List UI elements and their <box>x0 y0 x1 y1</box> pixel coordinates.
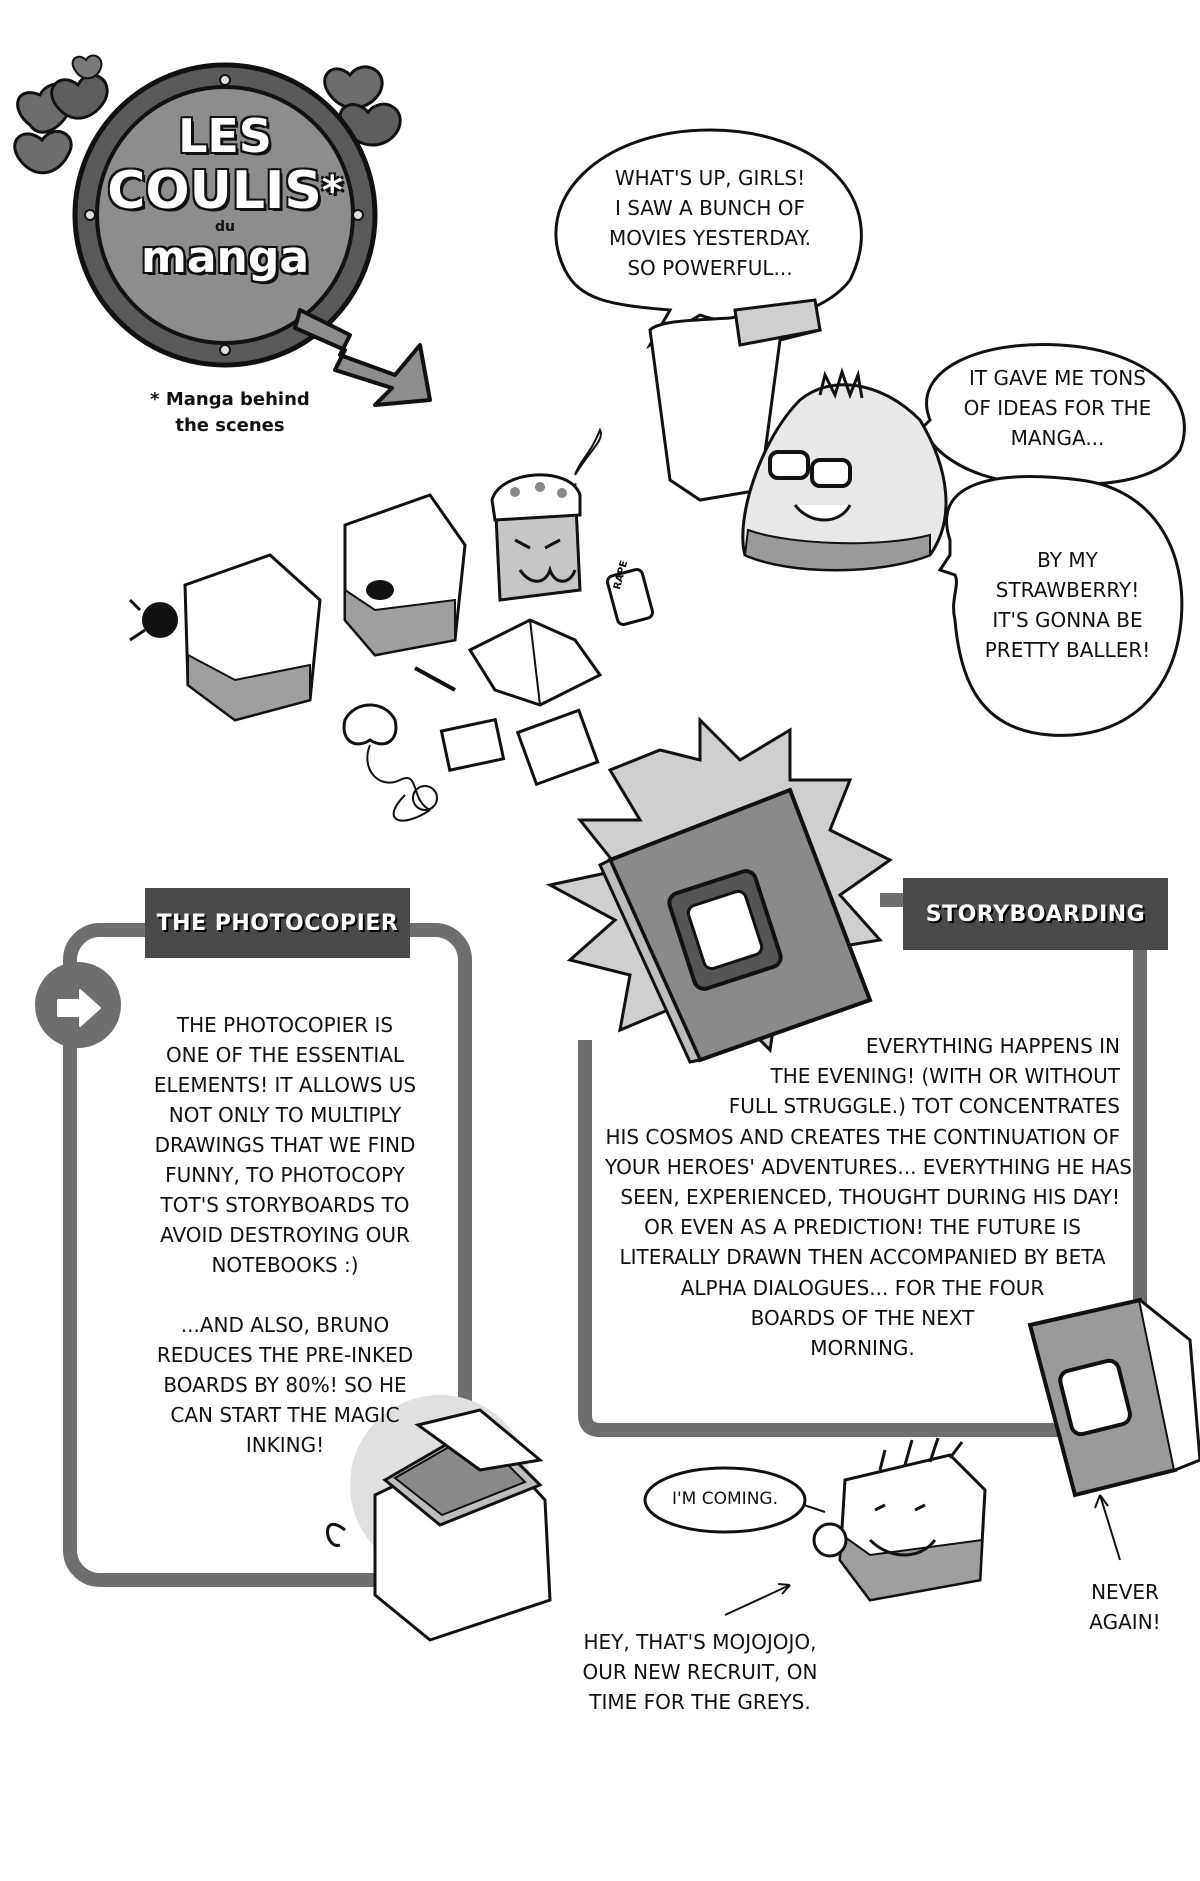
logo-emblem <box>13 54 432 407</box>
bubble-line: IT'S GONNA BE <box>992 608 1143 632</box>
text-line: ONE OF THE ESSENTIAL <box>165 1043 405 1067</box>
logo-asterisk: * <box>321 168 343 214</box>
mojojojo-scene <box>643 1437 1121 1616</box>
logo-coulis: COULIS <box>107 161 322 221</box>
bubble-line: OF IDEAS FOR THE <box>963 396 1152 420</box>
caption-never-again: NEVER AGAIN! <box>1075 1577 1175 1637</box>
bubble-line: STRAWBERRY! <box>995 578 1140 602</box>
photocopier-text: THE PHOTOCOPIER IS ONE OF THE ESSENTIAL … <box>135 1010 435 1460</box>
text-line: INKING! <box>245 1433 325 1457</box>
logo-line-coulis: COULIS* <box>95 162 355 220</box>
heart-icon <box>338 102 402 147</box>
speech-bubbles-top <box>554 128 1186 737</box>
arrow-right-icon <box>57 989 101 1027</box>
bubble-ideas: IT GAVE ME TONS OF IDEAS FOR THE MANGA..… <box>945 363 1170 453</box>
text-line: CAN START THE MAGIC <box>170 1403 400 1427</box>
spacer <box>135 1280 435 1310</box>
storyboard-book-burst <box>545 716 893 1064</box>
logo-text: LES COULIS* du manga <box>95 110 355 282</box>
text-line: LITERALLY DRAWN THEN ACCOMPANIED BY BETA <box>619 1245 1106 1270</box>
caption-mojojojo: HEY, THAT'S MOJOJOJO, OUR NEW RECRUIT, O… <box>570 1627 830 1717</box>
heart-icon <box>323 65 384 110</box>
bubble-line: SO POWERFUL... <box>627 256 793 280</box>
bubble-line: I SAW A BUNCH OF <box>614 196 805 220</box>
bubble-strawberry: BY MY STRAWBERRY! IT'S GONNA BE PRETTY B… <box>965 545 1170 665</box>
logo-line-du: du <box>215 219 235 235</box>
heart-icon <box>13 129 73 175</box>
text-line: THE EVENING! (WITH OR WITHOUT <box>770 1064 1120 1089</box>
text-line: DRAWINGS THAT WE FIND <box>154 1133 416 1157</box>
text-line: NEVER <box>1091 1580 1159 1604</box>
bubble-line: BY MY <box>1037 548 1098 572</box>
text-line: TIME FOR THE GREYS. <box>589 1690 811 1714</box>
footnote: * Manga behind the scenes <box>120 387 340 439</box>
photocopier-frame <box>35 923 552 1642</box>
text-line: AVOID DESTROYING OUR <box>160 1223 410 1247</box>
text-line: AGAIN! <box>1089 1610 1161 1634</box>
text-line: NOTEBOOKS :) <box>211 1253 359 1277</box>
text-line: ELEMENTS! IT ALLOWS US <box>153 1073 417 1097</box>
text-line: BOARDS BY 80%! SO HE <box>163 1373 407 1397</box>
text-line: NOT ONLY TO MULTIPLY <box>168 1103 402 1127</box>
arrow-icon <box>293 308 432 407</box>
storyboarding-text: EVERYTHING HAPPENS IN THE EVENING! (WITH… <box>605 1031 1132 1363</box>
character-standing <box>648 298 948 572</box>
heart-icon <box>71 54 103 80</box>
storyboarding-title: STORYBOARDING <box>903 878 1168 950</box>
bubble-line: IT GAVE ME TONS <box>969 366 1146 390</box>
text-line: TOT'S STORYBOARDS TO <box>160 1193 410 1217</box>
text-line: EVERYTHING HAPPENS IN <box>865 1034 1120 1058</box>
text-line: FULL STRUGGLE.) TOT CONCENTRATES <box>728 1094 1120 1119</box>
text-line: ALPHA DIALOGUES... FOR THE FOUR <box>680 1275 1045 1300</box>
bubble-line: MOVIES YESTERDAY. <box>609 226 811 250</box>
bubble-whats-up: WHAT'S UP, GIRLS! I SAW A BUNCH OF MOVIE… <box>575 163 845 283</box>
bubble-line: WHAT'S UP, GIRLS! <box>614 166 806 190</box>
cube-characters <box>128 427 655 822</box>
bubble-line: PRETTY BALLER! <box>984 638 1151 662</box>
text-line: YOUR HEROES' ADVENTURES... EVERYTHING HE… <box>605 1154 1132 1179</box>
text-line: OR EVEN AS A PREDICTION! THE FUTURE IS <box>644 1215 1081 1240</box>
text-line: SEEN, EXPERIENCED, THOUGHT DURING HIS DA… <box>620 1185 1120 1210</box>
text-line: THE PHOTOCOPIER IS <box>176 1013 394 1037</box>
footnote-line: * Manga behind <box>150 389 310 410</box>
text-line: MORNING. <box>810 1336 915 1361</box>
text-line: ...AND ALSO, BRUNO <box>180 1313 390 1337</box>
bubble-line: MANGA... <box>1010 426 1105 450</box>
bubble-coming: I'M COMING. <box>672 1489 778 1509</box>
text-line: BOARDS OF THE NEXT <box>750 1305 975 1330</box>
logo-line-les: LES <box>178 109 272 163</box>
text-line: OUR NEW RECRUIT, ON <box>582 1660 818 1684</box>
text-line: HIS COSMOS AND CREATES THE CONTINUATION … <box>605 1124 1120 1149</box>
text-line: REDUCES THE PRE-INKED <box>156 1343 414 1367</box>
text-line: FUNNY, TO PHOTOCOPY <box>165 1163 405 1187</box>
text-line: HEY, THAT'S MOJOJOJO, <box>583 1630 817 1654</box>
photocopier-title: THE PHOTOCOPIER <box>145 888 410 958</box>
logo-line-manga: manga <box>140 232 310 283</box>
footnote-line: the scenes <box>175 415 285 436</box>
